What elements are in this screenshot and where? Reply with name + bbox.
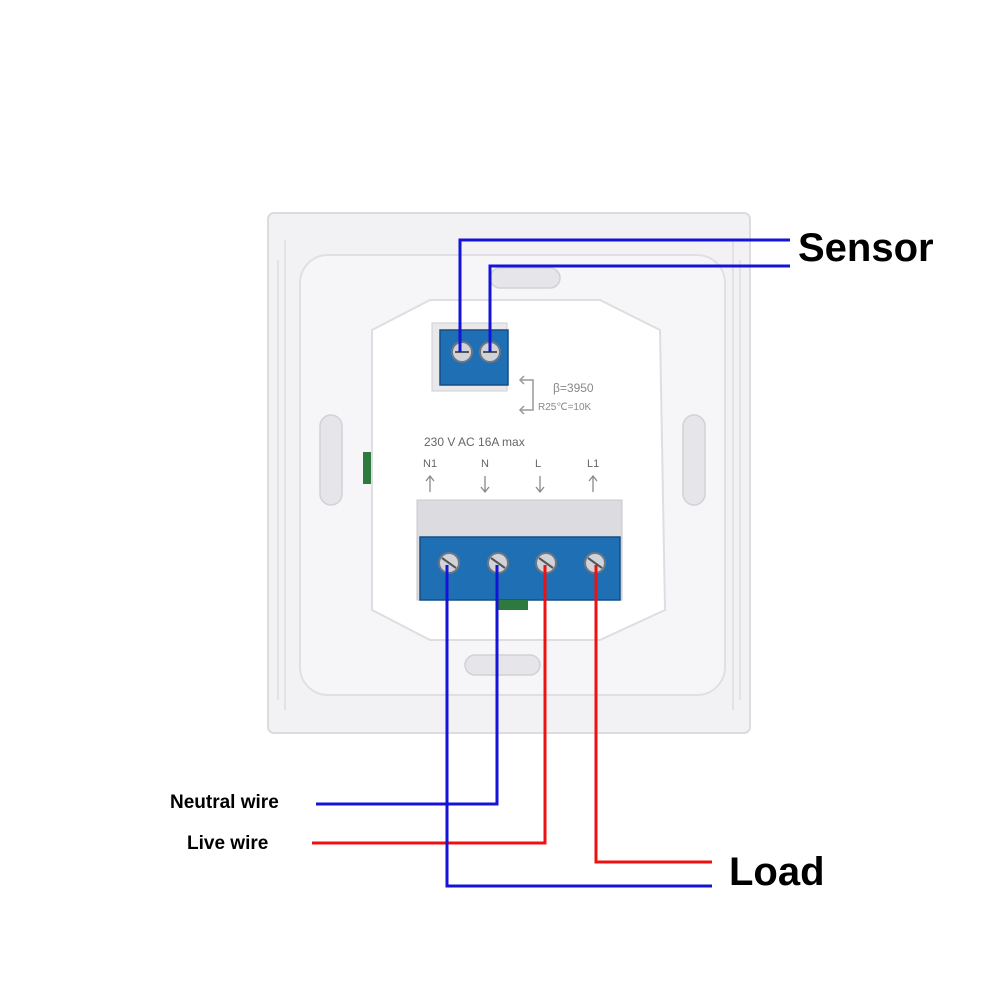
sensor-wires (458, 238, 790, 352)
sensor-terminal-block (431, 322, 509, 392)
load-l1-wire-line (594, 565, 712, 864)
plate-ribs (277, 240, 741, 710)
live-wire-label: Live wire (187, 833, 269, 854)
mounting-slots (319, 267, 706, 676)
terminal-label-n1: N1 (423, 458, 437, 470)
sensor-beta-text: β=3950 (553, 381, 594, 395)
arrow-up-icon (588, 474, 598, 492)
sensor-wire-2 (488, 264, 790, 352)
rating-text: 230 V AC 16A max (424, 435, 525, 449)
neutral-wire-line (316, 565, 499, 806)
terminal-label-l: L (535, 458, 541, 470)
live-wire-line (312, 565, 547, 845)
sensor-label: Sensor (798, 226, 934, 270)
load-label: Load (729, 850, 825, 894)
main-terminal-block (419, 536, 621, 610)
sensor-wire-1 (458, 238, 790, 352)
power-wires (312, 565, 712, 888)
arrow-up-icon (425, 474, 435, 492)
arrow-down-icon (480, 476, 490, 494)
thermistor-icon (518, 375, 534, 415)
neutral-wire-label: Neutral wire (170, 792, 279, 813)
load-n1-wire-line (445, 565, 712, 888)
terminal-label-l1: L1 (587, 458, 599, 470)
sensor-resistance-text: R25℃=10K (538, 402, 592, 413)
terminal-label-n: N (481, 458, 489, 470)
terminal-labels: N1 N L L1 (423, 458, 599, 470)
terminal-arrows (425, 474, 598, 494)
arrow-down-icon (535, 476, 545, 494)
